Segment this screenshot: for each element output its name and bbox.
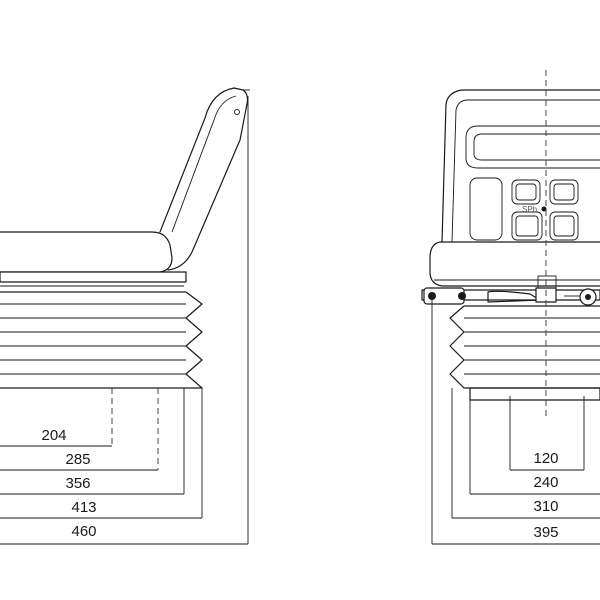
- rail-knob-left: [428, 292, 436, 300]
- dim-label-285: 285: [65, 451, 90, 468]
- seat-slider-rail: [421, 287, 600, 306]
- side-seat-base: [0, 271, 187, 283]
- lumbar-pad-1: [511, 179, 541, 205]
- lumbar-pad-left: [469, 177, 503, 241]
- front-bellows: [449, 305, 600, 401]
- dim-label-413: 413: [71, 499, 96, 516]
- front-view: SPh: [421, 70, 600, 545]
- side-view: 204 285 356 413 460: [0, 87, 250, 545]
- dim-label-356: 356: [65, 475, 90, 492]
- side-backrest: [159, 87, 249, 271]
- dim-label-240: 240: [533, 474, 558, 491]
- lumbar-pad-3: [511, 211, 543, 241]
- brand-logo: SPh: [522, 205, 537, 214]
- lumbar-pad-2: [549, 179, 579, 205]
- lumbar-pad-4: [549, 211, 579, 241]
- side-seat-cushion: [0, 231, 173, 273]
- front-seat-cushion: [429, 241, 600, 287]
- backrest-bolt: [234, 109, 240, 115]
- dim-label-395: 395: [533, 524, 558, 541]
- dim-label-310: 310: [533, 498, 558, 515]
- backrest-slot: [465, 125, 600, 169]
- front-backrest: [441, 89, 600, 243]
- dim-label-460: 460: [71, 523, 96, 540]
- dim-label-120: 120: [533, 450, 558, 467]
- rail-knob-mid: [458, 292, 466, 300]
- logo-mark: [541, 206, 547, 212]
- side-bellows: [0, 291, 203, 389]
- dim-label-204: 204: [41, 427, 66, 444]
